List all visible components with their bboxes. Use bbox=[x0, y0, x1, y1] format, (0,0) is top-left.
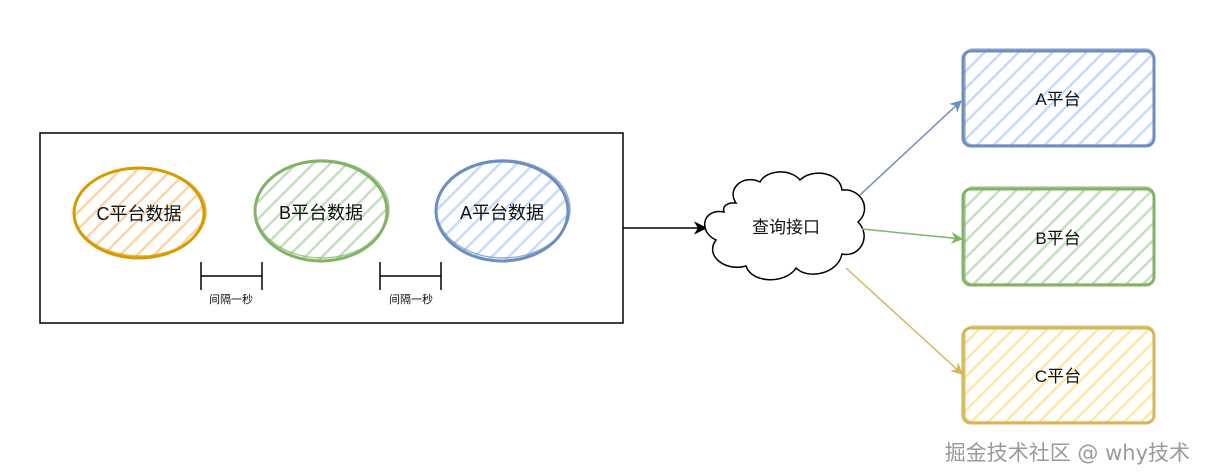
interval-label-2: 间隔一秒 bbox=[389, 292, 433, 306]
platform-c-label: C平台 bbox=[1035, 367, 1081, 386]
b-platform-data-label: B平台数据 bbox=[279, 203, 363, 223]
platform-a-label: A平台 bbox=[1035, 90, 1080, 109]
query-to-a-arrow bbox=[859, 100, 962, 196]
query-interface-label: 查询接口 bbox=[752, 218, 820, 237]
query-to-b-arrow bbox=[861, 228, 964, 244]
platform-c-node: C平台 bbox=[961, 325, 1156, 425]
c-platform-data-node: C平台数据 bbox=[72, 166, 207, 260]
watermark-text: 掘金技术社区 @ why技术 bbox=[944, 441, 1190, 465]
query-to-c-arrow bbox=[845, 267, 963, 375]
interval-label-1: 间隔一秒 bbox=[209, 292, 253, 306]
c-platform-data-label: C平台数据 bbox=[97, 204, 182, 224]
a-platform-data-node: A平台数据 bbox=[434, 159, 571, 263]
query-interface-node: 查询接口 bbox=[703, 171, 866, 281]
platform-b-node: B平台 bbox=[961, 186, 1156, 287]
platform-a-node: A平台 bbox=[961, 48, 1156, 148]
b-platform-data-node: B平台数据 bbox=[253, 159, 390, 263]
a-platform-data-label: A平台数据 bbox=[460, 203, 544, 223]
platform-b-label: B平台 bbox=[1035, 229, 1080, 248]
interval-marker-2 bbox=[379, 262, 442, 290]
interval-marker-1 bbox=[200, 262, 263, 290]
